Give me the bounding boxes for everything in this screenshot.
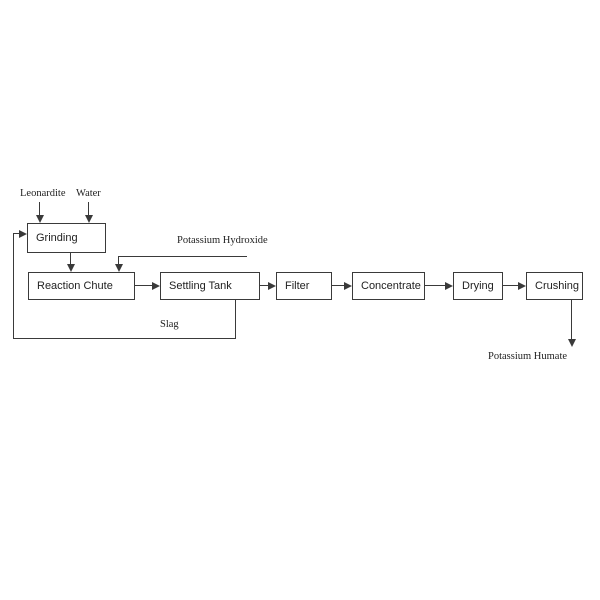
filter-to-concentrate-line bbox=[332, 285, 344, 286]
crushing-output-arrowhead-icon bbox=[568, 339, 576, 347]
concentrate-to-drying-line bbox=[425, 285, 445, 286]
reaction-chute-to-settling-tank-line bbox=[135, 285, 152, 286]
grinding-to-reaction-chute-line bbox=[70, 253, 71, 264]
slag-return-line bbox=[13, 233, 19, 234]
crushing-output-line bbox=[571, 300, 572, 339]
water-arrowhead-icon bbox=[85, 215, 93, 223]
filter-to-concentrate-arrowhead-icon bbox=[344, 282, 352, 290]
leonardite-arrowhead-icon bbox=[36, 215, 44, 223]
slag-down-line bbox=[235, 300, 236, 339]
potassium-hydroxide-feed-line bbox=[118, 256, 247, 257]
slag-bottom-line bbox=[13, 338, 236, 339]
leonardite-arrow-line bbox=[39, 202, 40, 215]
reaction-chute-to-settling-tank-arrowhead-icon bbox=[152, 282, 160, 290]
grinding-box: Grinding bbox=[27, 223, 106, 253]
slag-return-arrowhead-icon bbox=[19, 230, 27, 238]
drying-box: Drying bbox=[453, 272, 503, 300]
drying-to-crushing-arrowhead-icon bbox=[518, 282, 526, 290]
drying-to-crushing-line bbox=[503, 285, 518, 286]
filter-box: Filter bbox=[276, 272, 332, 300]
potassium-hydroxide-arrowhead-icon bbox=[115, 264, 123, 272]
concentrate-box: Concentrate bbox=[352, 272, 425, 300]
potassium-humate-label: Potassium Humate bbox=[488, 351, 568, 362]
crushing-box: Crushing bbox=[526, 272, 583, 300]
water-arrow-line bbox=[88, 202, 89, 215]
slag-up-line bbox=[13, 233, 14, 339]
potassium-hydroxide-label: Potassium Hydroxide bbox=[177, 235, 268, 246]
potassium-hydroxide-drop-line bbox=[118, 256, 119, 264]
settling-tank-to-filter-arrowhead-icon bbox=[268, 282, 276, 290]
slag-label: Slag bbox=[160, 319, 179, 330]
settling-tank-to-filter-line bbox=[260, 285, 268, 286]
reaction-chute-box: Reaction Chute bbox=[28, 272, 135, 300]
water-label: Water bbox=[76, 188, 101, 199]
settling-tank-box: Settling Tank bbox=[160, 272, 260, 300]
grinding-to-reaction-chute-arrowhead-icon bbox=[67, 264, 75, 272]
concentrate-to-drying-arrowhead-icon bbox=[445, 282, 453, 290]
leonardite-label: Leonardite bbox=[20, 188, 66, 199]
